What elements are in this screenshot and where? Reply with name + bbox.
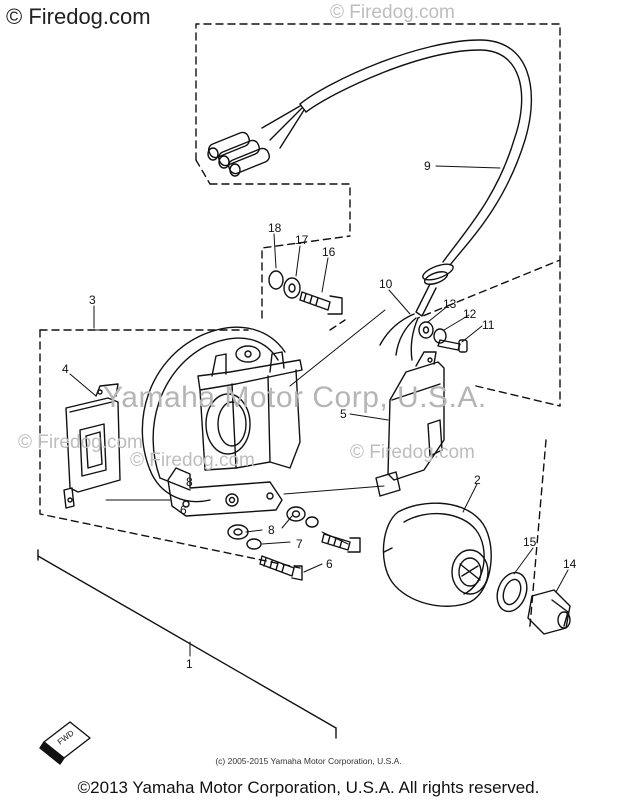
wire-harness [207, 39, 533, 361]
watermark-brand: Yamaha Motor Corp, U.S.A. [103, 381, 487, 414]
assembly-bracket [37, 549, 337, 739]
callout-4: 4 [62, 362, 69, 376]
callout-3: 3 [89, 293, 96, 307]
screw-11 [437, 339, 468, 353]
callout-6-lower: 6 [326, 557, 333, 571]
nut-14 [527, 589, 571, 635]
callout-16: 16 [322, 245, 336, 259]
pulser-coil-5 [375, 351, 445, 497]
callout-15: 15 [523, 535, 537, 549]
callout-8-left: 8 [268, 523, 275, 537]
washer-13 [418, 321, 434, 339]
callout-18: 18 [268, 221, 282, 235]
stator-base-plate [141, 326, 286, 503]
screw-6-lower [259, 555, 303, 581]
callout-14: 14 [563, 557, 577, 571]
wire-harness-group-border [195, 23, 561, 319]
watermark-faint-top: © Firedog.com [330, 2, 455, 23]
callout-6-upper: 6 [180, 503, 187, 517]
callout-9: 9 [424, 159, 431, 173]
callout-5: 5 [340, 407, 347, 421]
watermark-faint-left: © Firedog.com [18, 432, 143, 453]
callout-17: 17 [295, 233, 309, 247]
callout-13: 13 [443, 297, 457, 311]
washer-15 [496, 571, 528, 613]
screw-6-upper [321, 533, 361, 553]
callout-numbers: 1 2 3 4 5 6 6 7 8 8 9 10 11 12 13 14 15 … [62, 159, 577, 671]
watermark-faint-center: © Firedog.com [130, 450, 255, 471]
callout-7: 7 [296, 537, 303, 551]
lock-washer-7 [246, 516, 319, 550]
callout-8-right: 8 [186, 475, 193, 489]
fwd-direction-badge: FWD [39, 721, 91, 765]
stator-core [197, 351, 303, 471]
washer-18 [268, 270, 284, 290]
washer-12 [433, 328, 447, 344]
callout-11: 11 [482, 318, 495, 332]
leader-lines [69, 165, 569, 657]
flywheel-rotor [382, 502, 492, 607]
watermark-top: © Firedog.com [6, 4, 151, 29]
callout-12: 12 [463, 307, 477, 321]
ignition-coil-4 [63, 383, 121, 509]
callout-1: 1 [186, 657, 193, 671]
watermark-faint-right: © Firedog.com [350, 442, 475, 463]
copyright-footer: ©2013 Yamaha Motor Corporation, U.S.A. A… [77, 778, 540, 797]
callout-10: 10 [379, 277, 393, 291]
copyright-small: (c) 2005-2015 Yamaha Motor Corporation, … [215, 756, 402, 766]
screw-16 [299, 291, 343, 315]
stator-group-border [39, 183, 561, 627]
stator-terminal-bracket [167, 467, 283, 517]
washer-17 [283, 277, 301, 299]
callout-2: 2 [474, 473, 481, 487]
